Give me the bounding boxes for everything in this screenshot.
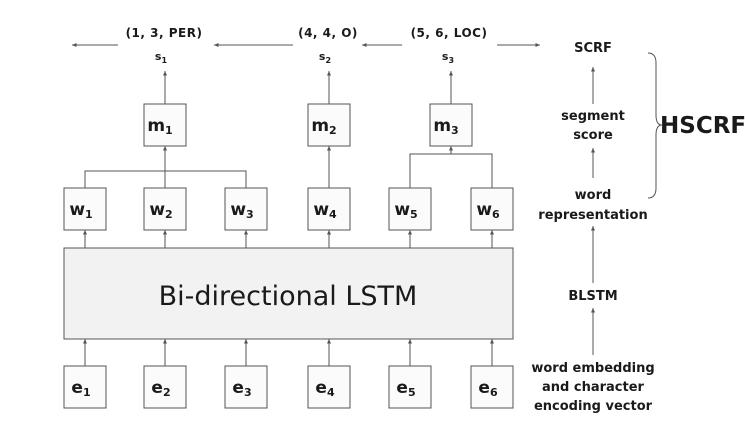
segment-tuple-s1: (1, 3, PER): [126, 26, 203, 40]
label-embedding-line3: encoding vector: [534, 399, 653, 414]
word-node-layer: w1 w2 w3 w4 w5 w6: [63, 187, 514, 231]
svg-text:e1: e1: [71, 378, 90, 399]
right-brace: [647, 52, 663, 199]
svg-text:w1: w1: [69, 200, 92, 221]
connector-w5-w6: [409, 153, 493, 188]
segment-node-layer: m1 m2 m3: [143, 103, 473, 147]
word-node-w3: w3: [224, 187, 268, 231]
svg-text:w4: w4: [313, 200, 337, 221]
segment-labels: (1, 3, PER) (4, 4, O) (5, 6, LOC) s1 s2 …: [126, 26, 488, 65]
embedding-node-e4: e4: [307, 365, 351, 409]
w-to-m-connectors: [84, 146, 493, 188]
label-scrf: SCRF: [574, 41, 612, 56]
embedding-node-e3: e3: [224, 365, 268, 409]
svg-text:w2: w2: [149, 200, 172, 221]
label-blstm: BLSTM: [568, 289, 617, 304]
label-segment-score-line2: score: [573, 128, 613, 143]
label-embedding-line1: word embedding: [531, 361, 654, 376]
segment-label-s2: s2: [319, 50, 331, 65]
segment-node-m3: m3: [429, 103, 473, 147]
label-word-rep-line2: representation: [538, 208, 647, 223]
label-word-rep-line1: word: [575, 188, 612, 203]
svg-text:w3: w3: [230, 200, 253, 221]
svg-text:e5: e5: [396, 378, 415, 399]
segment-node-m1: m1: [143, 103, 187, 147]
embedding-node-e5: e5: [388, 365, 432, 409]
label-embedding-line2: and character: [542, 380, 645, 395]
bilstm-block: Bi-directional LSTM: [63, 247, 514, 340]
e-to-lstm-arrows: [83, 339, 494, 366]
svg-text:m1: m1: [147, 116, 172, 137]
svg-text:m2: m2: [311, 116, 336, 137]
layer-labels: SCRF segment score word representation B…: [531, 41, 654, 414]
segment-tuple-s3: (5, 6, LOC): [411, 26, 488, 40]
svg-text:e6: e6: [478, 378, 498, 399]
embedding-node-layer: e1 e2 e3 e4 e5 e6: [63, 365, 514, 409]
bilstm-label: Bi-directional LSTM: [159, 281, 418, 312]
svg-text:e2: e2: [151, 378, 170, 399]
segment-tuple-s2: (4, 4, O): [298, 26, 358, 40]
segment-label-s1: s1: [155, 50, 168, 65]
segment-node-m2: m2: [307, 103, 351, 147]
word-node-w5: w5: [388, 187, 432, 231]
lstm-to-w-arrows: [83, 230, 494, 248]
segment-label-s3: s3: [442, 50, 454, 65]
svg-text:w5: w5: [394, 200, 417, 221]
embedding-node-e1: e1: [63, 365, 107, 409]
word-node-w4: w4: [307, 187, 351, 231]
word-node-w2: w2: [143, 187, 187, 231]
word-node-w6: w6: [470, 187, 514, 231]
svg-text:e4: e4: [315, 378, 335, 399]
hscrf-group: HSCRF: [647, 52, 745, 199]
hscrf-label: HSCRF: [660, 113, 745, 139]
m-to-s-arrows: [163, 71, 453, 104]
label-segment-score-line1: segment: [561, 109, 625, 124]
word-node-w1: w1: [63, 187, 107, 231]
embedding-node-e2: e2: [143, 365, 187, 409]
embedding-node-e6: e6: [470, 365, 514, 409]
svg-text:w6: w6: [476, 200, 500, 221]
svg-text:e3: e3: [232, 378, 251, 399]
svg-text:m3: m3: [433, 116, 458, 137]
